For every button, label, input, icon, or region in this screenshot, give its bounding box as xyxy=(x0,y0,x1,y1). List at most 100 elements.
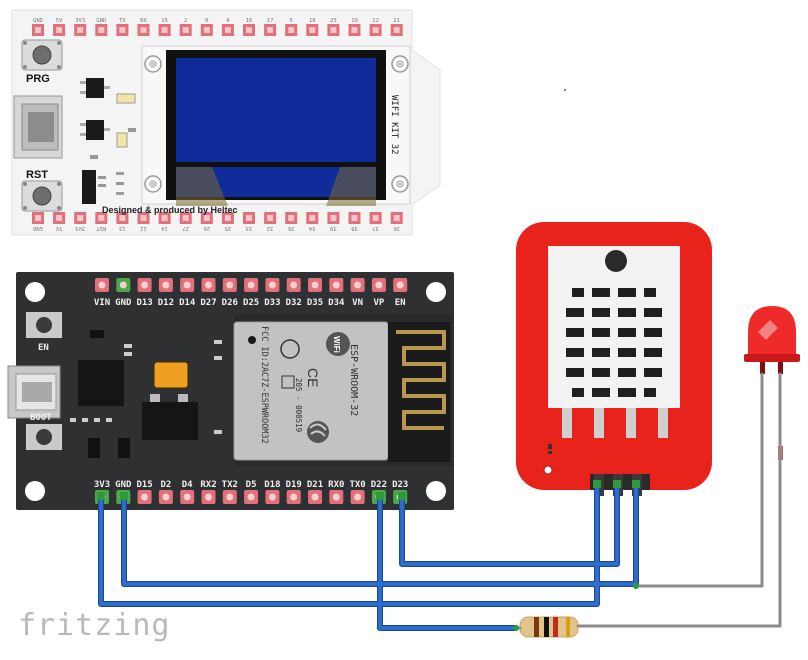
wifi-kit-top-pin-label: GND xyxy=(96,18,106,24)
dht22-sensor xyxy=(516,222,712,496)
fcc-mark-icon xyxy=(280,339,300,359)
dht22-vent-slot xyxy=(592,368,610,377)
prg-label: PRG xyxy=(26,73,50,85)
esp32-bottom-pin-label: D18 xyxy=(264,480,280,490)
wifi-kit-bottom-pin-label: 39 xyxy=(330,225,337,231)
dht22-vent-slot xyxy=(618,388,636,397)
esp32-top-pin-label: D13 xyxy=(136,298,152,308)
esp32-top-pin-label: VIN xyxy=(94,298,110,308)
dht22-vent-slot xyxy=(572,288,584,297)
red-led xyxy=(744,306,800,460)
wifi-kit-top-pin-label: 23 xyxy=(330,18,337,24)
stray-dot xyxy=(564,89,566,91)
esp32-top-pin-label: D12 xyxy=(158,298,174,308)
wifi-kit-bottom-pin-label: 13 xyxy=(119,225,126,231)
esp-wroom-32-module xyxy=(233,314,452,466)
esp32-top-pin-label: D33 xyxy=(264,298,280,308)
esp32-bottom-pin-label: D19 xyxy=(286,480,302,490)
dht22-vent-slot xyxy=(618,308,636,317)
esp32-top-pin-label: D26 xyxy=(222,298,238,308)
wifi-kit-bottom-pin-label: 38 xyxy=(351,225,358,231)
wifi-kit-bottom-pin-label: 27 xyxy=(182,225,189,231)
wifi-kit-top-pin-label: 2 xyxy=(184,18,187,24)
wifi-kit-credit: Designed & produced by Heltec xyxy=(102,205,238,215)
wifi-kit-bottom-pin-label: RST xyxy=(96,225,107,231)
esp32-top-pin-label: VP xyxy=(373,298,384,308)
wifi-kit-top-pin-label: 19 xyxy=(351,18,358,24)
esp32-top-pin-label: D34 xyxy=(328,298,345,308)
wifi-kit-top-pin-label: 4 xyxy=(226,18,230,24)
boot-label: BOOT xyxy=(30,413,52,423)
rst-button[interactable] xyxy=(21,180,63,212)
wifi-kit-bottom-pin-label: 3V3 xyxy=(75,225,85,231)
dht22-vent-slot xyxy=(618,368,636,377)
wifi-kit-top-pin-label: 18 xyxy=(309,18,316,24)
dht22-vent-slot xyxy=(566,308,584,317)
wifi-kit-bottom-pin-label: 25 xyxy=(225,225,232,231)
wires xyxy=(97,372,782,631)
wifi-kit-bottom-pin-label: 14 xyxy=(161,225,168,231)
ce-mark-icon: CE xyxy=(305,368,321,387)
wifi-kit-bottom-pin-label: 5V xyxy=(55,225,62,231)
wifi-kit-top-pin-label: 15 xyxy=(161,18,168,24)
wifi-kit-bottom-pin-label: GND xyxy=(33,225,43,231)
dht22-vent-slot xyxy=(592,308,610,317)
esp32-bottom-pin-label: D23 xyxy=(392,480,408,490)
wifi-kit-top-pin-label: 5 xyxy=(290,18,293,24)
en-button[interactable] xyxy=(26,312,62,338)
module-name-text: ESP-WROOM-32 xyxy=(348,344,359,416)
esp32-top-pin-label: D27 xyxy=(200,298,216,308)
boot-button[interactable] xyxy=(26,424,62,450)
esp32-components xyxy=(70,330,222,458)
esp32-bottom-pin-label: D4 xyxy=(182,480,193,490)
dht22-vent-slot xyxy=(572,388,584,397)
dht22-vent-slot xyxy=(644,368,662,377)
wifi-kit-bottom-pin-label: 12 xyxy=(140,225,147,231)
esp32-top-pin-label: D14 xyxy=(179,298,196,308)
esp32-bottom-pin-label: RX2 xyxy=(200,480,216,490)
dht22-vent-slot xyxy=(592,348,610,357)
wifi-kit-top-pin-label: 3V3 xyxy=(75,18,85,24)
wifi-kit-top-pin-label: 22 xyxy=(372,18,379,24)
dht22-vent-slot xyxy=(618,348,636,357)
wifi-logo-text: WiFi xyxy=(332,336,341,353)
wifi-kit-bottom-pin-label: 34 xyxy=(308,225,315,231)
esp32-bottom-pin-label: D22 xyxy=(371,480,387,490)
wifi-kit-top-pin-label: 5V xyxy=(56,18,63,24)
esp32-bottom-pin-label: D2 xyxy=(160,480,171,490)
r-mark-icon xyxy=(281,375,295,389)
dht22-vent-slot xyxy=(644,328,662,337)
wifi-kit-bottom-pin-label: 35 xyxy=(288,225,295,231)
oled-display xyxy=(141,45,411,206)
dht22-vent-slot xyxy=(618,288,636,297)
wifi-kit-top-pin-label: 21 xyxy=(393,18,400,24)
resistor xyxy=(519,616,579,638)
wifi-kit-top-pin-label: TX xyxy=(119,18,126,24)
wifi-kit-top-pin-label: 0 xyxy=(205,18,208,24)
wifi-kit-top-pin-label: 16 xyxy=(246,18,253,24)
esp32-bottom-pin-label: GND xyxy=(115,480,132,490)
dht22-vent-slot xyxy=(566,328,584,337)
esp32-bottom-pin-label: TX2 xyxy=(222,480,238,490)
esp32-top-pin-label: D32 xyxy=(286,298,302,308)
esp32-top-pin-label: EN xyxy=(395,298,406,308)
esp32-usb-port xyxy=(7,365,61,419)
dht22-grille xyxy=(566,288,662,397)
wifi-kit-side-text: WIFI KIT 32 xyxy=(389,95,399,155)
esp32-top-pin-label: D25 xyxy=(243,298,259,308)
wifi-kit-top-pin-label: 17 xyxy=(267,18,274,24)
dht22-vent-slot xyxy=(592,328,610,337)
dht22-vent-slot xyxy=(566,368,584,377)
en-label: EN xyxy=(38,343,49,353)
wifi-logo xyxy=(326,332,350,356)
dht22-vent-slot xyxy=(618,328,636,337)
dht22-vent-slot xyxy=(592,288,610,297)
dht22-vent-slot xyxy=(644,348,662,357)
fritzing-watermark: fritzing xyxy=(18,608,171,643)
prg-button[interactable] xyxy=(21,39,63,71)
wifi-kit-bottom-pin-label: 36 xyxy=(393,225,400,231)
dht22-vent-slot xyxy=(644,288,656,297)
